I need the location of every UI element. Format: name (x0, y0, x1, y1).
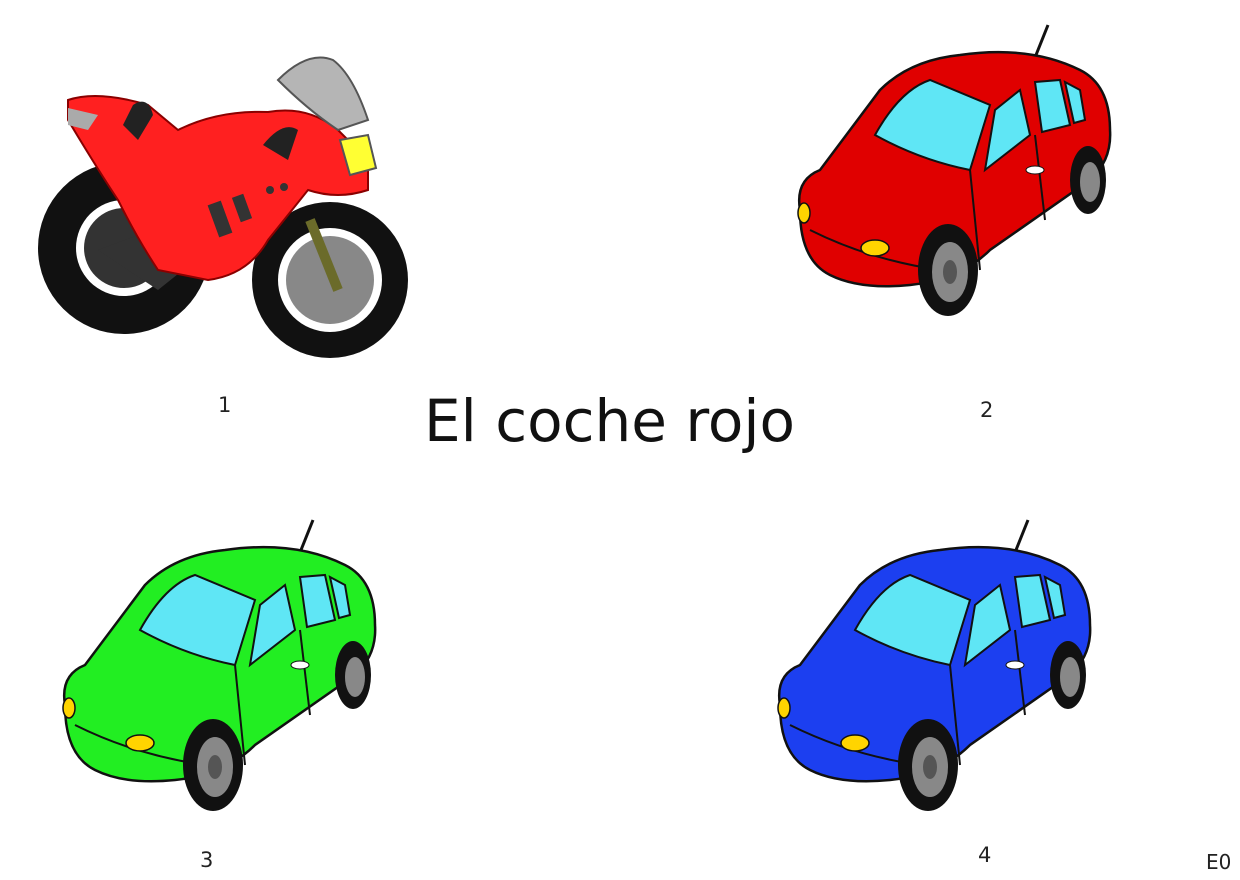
option-number-3: 3 (200, 848, 214, 872)
car-body (777, 545, 1092, 783)
option-number-2: 2 (980, 398, 994, 422)
car-body (62, 545, 377, 783)
corner-code: E0 (1206, 850, 1232, 874)
blue-car-picture[interactable] (770, 515, 1100, 820)
car-body (797, 50, 1112, 288)
green-car-picture[interactable] (55, 515, 385, 820)
motorcycle-picture[interactable] (38, 50, 418, 360)
option-number-4: 4 (978, 843, 992, 867)
red-car-picture[interactable] (790, 20, 1120, 325)
option-number-1: 1 (218, 393, 232, 417)
page-title: El coche rojo (424, 387, 795, 455)
